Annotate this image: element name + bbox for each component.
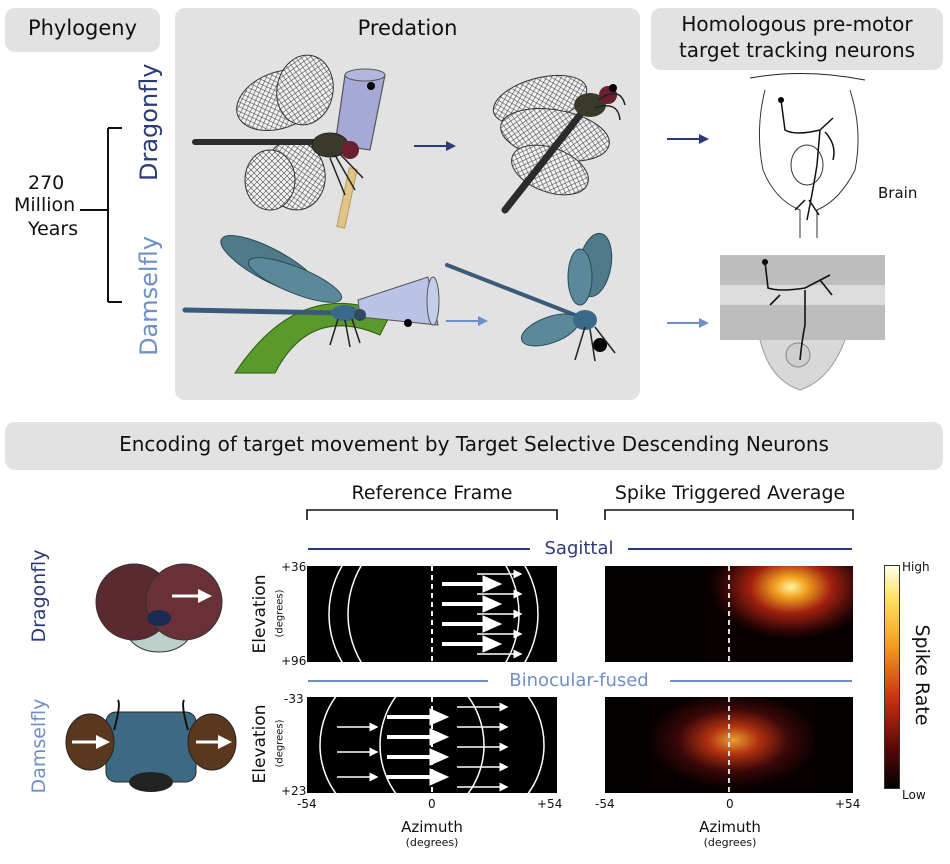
azimuth-unit-1: (degrees) [405, 836, 459, 849]
species-label-dragonfly: Dragonfly [28, 549, 50, 643]
elevation-label-row2: Elevation [250, 704, 270, 784]
damselfly-attack-illustration [445, 232, 616, 362]
azimuth-unit-2: (degrees) [703, 836, 757, 849]
header-brackets [306, 509, 854, 520]
time-unit-1: Million [14, 194, 76, 216]
damselfly-head-illustration [65, 699, 237, 792]
taxon-dragonfly-label: Dragonfly [135, 63, 163, 181]
brain-label: Brain [878, 184, 918, 202]
arrow-dragonfly-2 [667, 134, 709, 144]
neurons-header [651, 8, 943, 70]
elev-tick-row1-bottom: +96 [281, 654, 307, 668]
dragonfly-attack-illustration [492, 74, 626, 214]
neurons-title-line1: Homologous pre-motor [681, 12, 913, 36]
elev-tick-row1-top: +36 [281, 560, 307, 574]
az-tick-left-1: -54 [297, 797, 317, 811]
elevation-label-row1: Elevation [250, 574, 270, 654]
colorbar-low-label: Low [902, 788, 926, 802]
encoding-title: Encoding of target movement by Target Se… [119, 432, 829, 456]
sta-heatmap-damselfly [605, 697, 853, 793]
colorbar-high-label: High [902, 560, 930, 574]
az-tick-mid-1: 0 [428, 797, 436, 811]
reference-frame-title: Reference Frame [351, 482, 513, 504]
dragonfly-head-illustration [95, 563, 223, 653]
elev-tick-row2-top: -33 [284, 692, 304, 706]
dragonfly-neuron-drawing [749, 72, 866, 238]
phylogeny-header [5, 8, 160, 52]
time-value: 270 [28, 172, 65, 194]
sta-heatmap-dragonfly [605, 566, 853, 662]
az-tick-mid-2: 0 [726, 797, 734, 811]
reference-frame-binocular [307, 697, 557, 793]
azimuth-label-2: Azimuth [699, 818, 761, 836]
phylogeny-tree [80, 127, 122, 303]
time-unit-2: Years [28, 218, 79, 240]
frame-label-sagittal: Sagittal [544, 538, 614, 559]
colorbar [884, 565, 900, 789]
elevation-unit-row2: (degrees) [274, 719, 286, 768]
arrow-damselfly-2 [667, 318, 709, 328]
reference-frame-sagittal [307, 566, 557, 662]
colorbar-title: Spike Rate [911, 624, 933, 726]
encoding-header [5, 422, 943, 470]
predation-title: Predation [357, 16, 458, 40]
damselfly-neuron-drawing [720, 255, 885, 391]
arrow-damselfly-1 [446, 316, 488, 326]
azimuth-label-1: Azimuth [401, 818, 463, 836]
phylogeny-title: Phylogeny [27, 16, 138, 40]
frame-label-binocular: Binocular-fused [509, 670, 649, 691]
neurons-title-line2: target tracking neurons [678, 38, 916, 62]
damselfly-perched-illustration [182, 235, 440, 374]
az-tick-left-2: -54 [595, 797, 615, 811]
sta-title: Spike Triggered Average [614, 482, 846, 504]
dragonfly-perched-illustration [192, 54, 386, 229]
taxon-damselfly-label: Damselfly [135, 236, 163, 356]
elev-tick-row2-bottom: +23 [281, 784, 307, 798]
frame-divider-lines [308, 548, 852, 682]
az-tick-right-1: +54 [537, 797, 563, 811]
arrow-dragonfly-1 [414, 141, 456, 151]
az-tick-right-2: +54 [835, 797, 861, 811]
species-label-damselfly: Damselfly [28, 698, 50, 794]
elevation-unit-row1: (degrees) [274, 589, 286, 638]
